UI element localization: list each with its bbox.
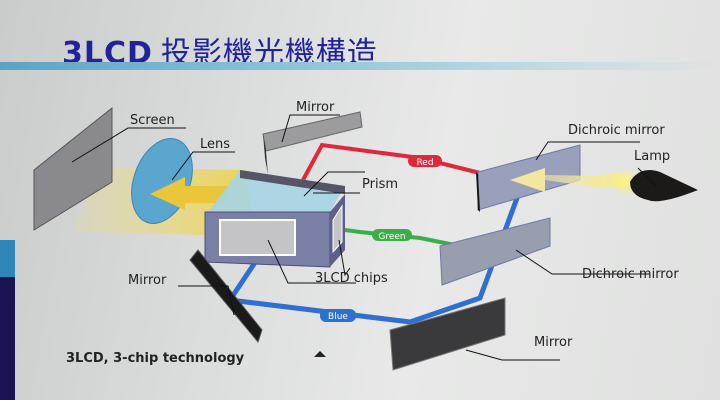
label-lens: Lens — [200, 137, 230, 152]
label-lamp: Lamp — [634, 149, 670, 164]
label-prism: Prism — [362, 177, 398, 192]
svg-text:Blue: Blue — [328, 312, 348, 322]
side-accent-light — [0, 240, 15, 277]
green-beam-label: Green — [372, 229, 412, 242]
lamp-beam — [545, 172, 624, 188]
label-dichroic-top: Dichroic mirror — [568, 123, 665, 138]
triangle-up-icon — [314, 351, 326, 357]
label-mirror-top: Mirror — [296, 100, 335, 115]
svg-text:Red: Red — [416, 158, 433, 168]
side-accent-dark — [0, 277, 15, 400]
dichroic-mirror-bottom — [439, 217, 551, 286]
caption: 3LCD, 3-chip technology — [66, 351, 245, 366]
label-dichroic-bottom: Dichroic mirror — [582, 267, 679, 282]
leader-lines — [71, 114, 657, 361]
label-3lcd-chips: 3LCD chips — [315, 271, 388, 286]
label-mirror-bottom: Mirror — [534, 335, 573, 350]
lamp-arrow-icon — [510, 168, 545, 192]
lamp — [630, 169, 698, 202]
title-underline-bar — [0, 62, 720, 70]
red-beam-label: Red — [408, 155, 442, 168]
blue-beam-label: Blue — [320, 309, 356, 322]
red-beam — [301, 142, 501, 181]
light-arrow-icon — [150, 177, 228, 210]
label-screen: Screen — [130, 113, 175, 128]
label-mirror-left: Mirror — [128, 273, 167, 288]
mirror-top — [262, 111, 363, 175]
mirror-bottom — [389, 297, 506, 371]
screen-panel — [33, 106, 113, 231]
prism-cube — [204, 170, 345, 268]
mirror-left — [189, 249, 263, 344]
svg-text:Green: Green — [378, 232, 405, 242]
